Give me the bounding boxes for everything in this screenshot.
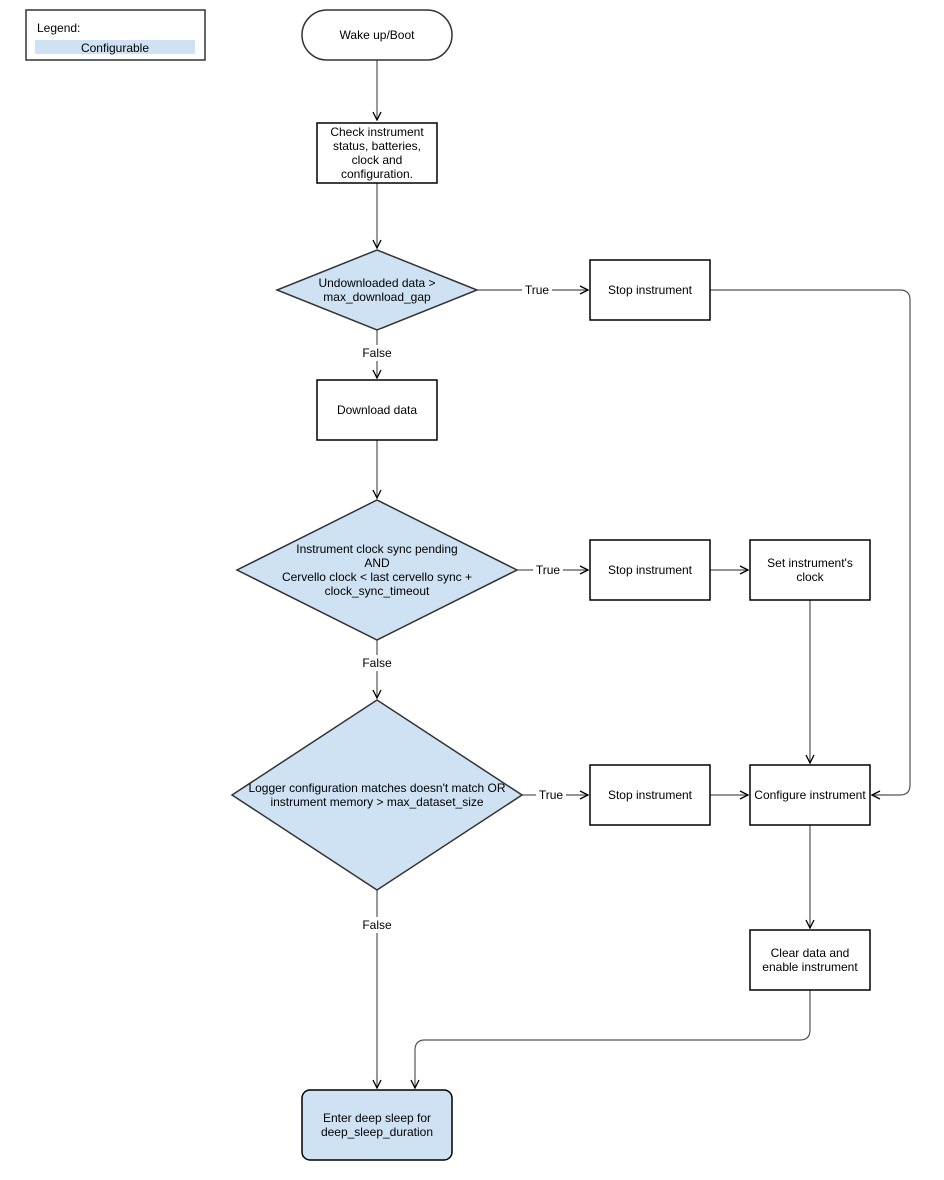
node-text-line: instrument memory > max_dataset_size [270,795,483,809]
edge-label-d1-false: False [362,346,392,360]
terminal-shape [301,9,453,61]
node-text-line: Set instrument's [767,556,853,570]
node-stop2: Stop instrument [589,539,711,601]
process-shape [589,764,711,826]
node-text-line: Instrument clock sync pending [296,542,457,556]
process-shape [316,122,438,184]
node-text-line: Enter deep sleep for [323,1111,431,1125]
legend-configurable-swatch [35,40,195,54]
decision-shape [274,249,480,331]
node-stop1: Stop instrument [589,259,711,321]
node-text-line: Logger configuration matches doesn't mat… [248,781,505,795]
node-text-line: clock and [352,153,403,167]
node-text-line: Stop instrument [608,788,693,802]
edge-label-d1-true: True [525,283,550,297]
node-decision3: Logger configuration matches doesn't mat… [230,699,524,891]
node-text-line: deep_sleep_duration [321,1125,433,1139]
node-text-line: status, batteries, [333,139,421,153]
edge-stop1-configure [710,289,911,795]
node-decision1: Undownloaded data >max_download_gap [274,249,480,331]
node-text-line: max_download_gap [323,290,431,304]
legend: Legend: Configurable [25,9,206,61]
node-stop3-text: Stop instrument [608,788,693,802]
edge-label-d3-false: False [362,918,392,932]
node-text-line: Download data [337,403,417,417]
node-download: Download data [316,379,438,441]
node-text-line: clock [796,570,824,584]
process-shape [749,929,871,991]
node-decision3-text: Logger configuration matches doesn't mat… [248,781,505,809]
node-text-line: Check instrument [330,125,424,139]
edges [377,60,911,1088]
legend-configurable-label: Configurable [81,41,149,55]
node-decision1-text: Undownloaded data >max_download_gap [318,276,435,304]
process-shape [749,764,871,826]
node-text-line: enable instrument [762,960,858,974]
node-text-line: configuration. [341,167,413,181]
process-shape [589,539,711,601]
node-stop2-text: Stop instrument [608,563,693,577]
node-text-line: AND [364,556,390,570]
node-text-line: Stop instrument [608,563,693,577]
decision-shape [235,499,519,641]
node-wake-text: Wake up/Boot [340,28,416,42]
legend-title: Legend: [37,21,80,35]
process-shape [589,259,711,321]
node-stop3: Stop instrument [589,764,711,826]
node-text-line: Cervello clock < last cervello sync + [282,570,472,584]
edge-label-d2-true: True [536,563,561,577]
node-text-line: Configure instrument [754,788,866,802]
terminal-shape [301,1089,453,1161]
node-wake: Wake up/Boot [301,9,453,61]
edge-label-d3-true: True [539,788,564,802]
node-configure-text: Configure instrument [754,788,866,802]
decision-shape [230,699,524,891]
node-text-line: Clear data and [771,946,850,960]
node-download-text: Download data [337,403,417,417]
node-text-line: Wake up/Boot [340,28,416,42]
node-configure: Configure instrument [749,764,871,826]
edge-clear-sleep [415,990,811,1088]
process-shape [749,539,871,601]
node-stop1-text: Stop instrument [608,283,693,297]
node-text-line: clock_sync_timeout [325,584,430,598]
process-shape [316,379,438,441]
edge-label-d2-false: False [362,656,392,670]
node-text-line: Stop instrument [608,283,693,297]
node-text-line: Undownloaded data > [318,276,435,290]
edge-labels: True False True False True False [362,283,563,932]
